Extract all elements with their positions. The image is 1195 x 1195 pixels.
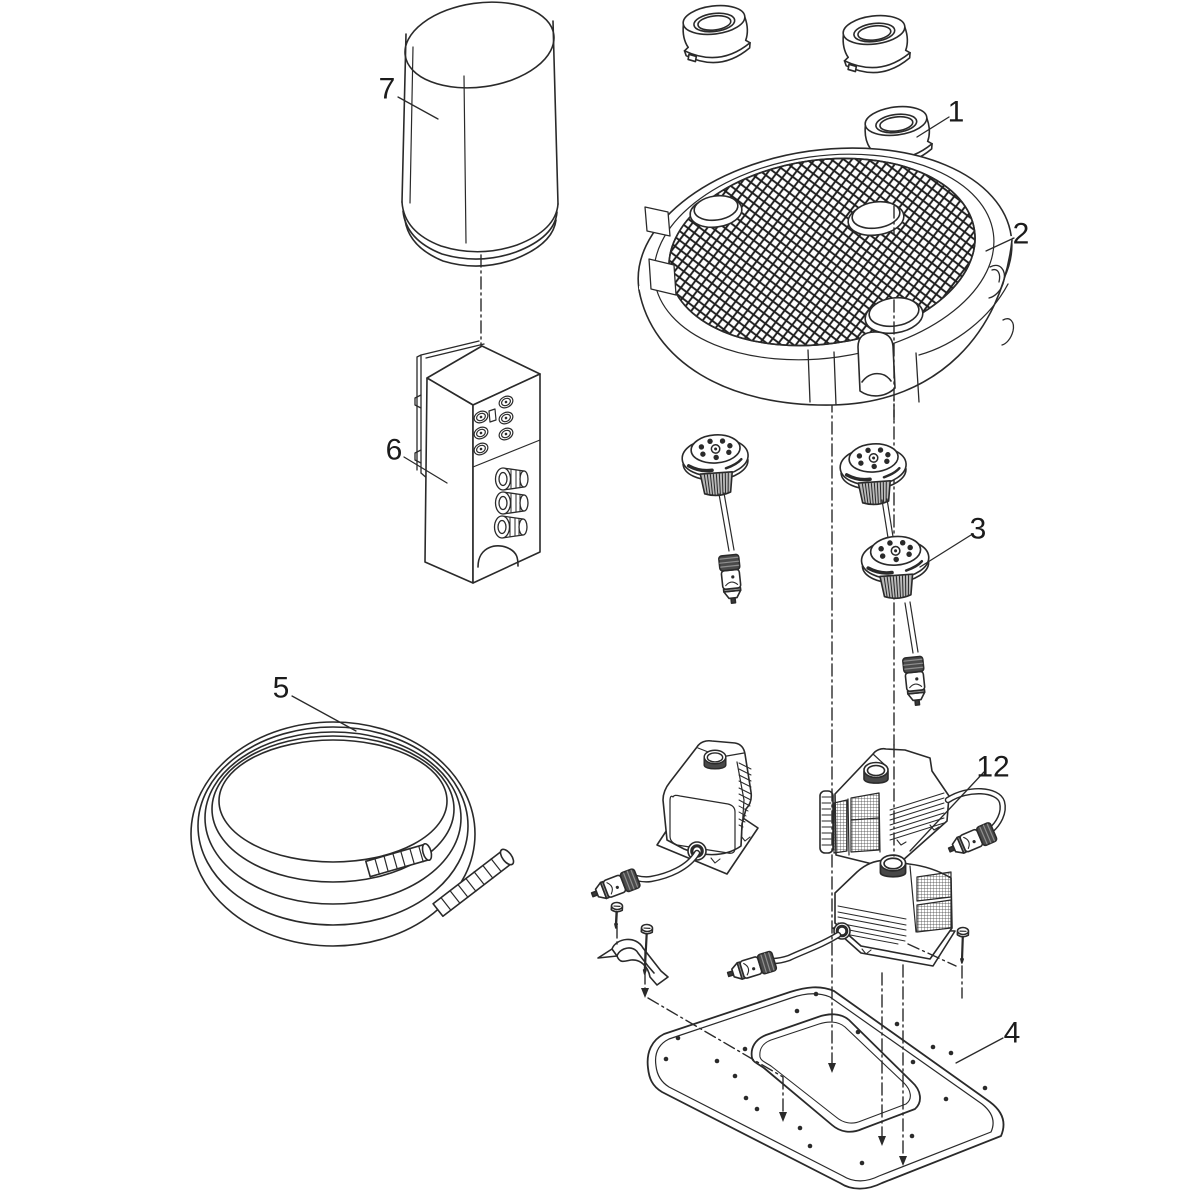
cover-nozzle-hole bbox=[847, 200, 905, 237]
base-plate-holes bbox=[663, 991, 988, 1166]
cover-handle-recess bbox=[857, 331, 896, 397]
part-3-nozzles bbox=[678, 430, 934, 707]
pump-body bbox=[662, 739, 753, 856]
leader-line-12 bbox=[909, 771, 985, 852]
cap-icon bbox=[838, 11, 913, 78]
center-lines-overlay bbox=[616, 205, 963, 1163]
pump-grille bbox=[850, 792, 880, 853]
power-plug-icon bbox=[724, 950, 778, 985]
cap-icon bbox=[678, 1, 753, 68]
control-box-barrel-connectors bbox=[493, 467, 529, 539]
part-4-base-plate bbox=[646, 986, 1005, 1190]
line-arrowheads bbox=[641, 988, 907, 1166]
hose-end-fitting bbox=[365, 842, 433, 878]
screw-icon bbox=[610, 901, 624, 929]
part-12-pump-upper-right bbox=[819, 747, 1006, 870]
callout-label-6: 6 bbox=[386, 434, 403, 467]
pump-grille bbox=[833, 799, 848, 854]
cover-rim-wall bbox=[638, 239, 1013, 406]
base-plate-opening bbox=[750, 1013, 921, 1133]
control-box-arch-cutout bbox=[477, 545, 519, 568]
leader-line-3 bbox=[919, 534, 972, 568]
control-box-sockets bbox=[471, 393, 516, 458]
leader-line-5 bbox=[291, 695, 357, 732]
pump-cap-knob bbox=[879, 854, 907, 878]
leader-line-7 bbox=[397, 96, 439, 120]
pump-cap-knob bbox=[703, 749, 727, 770]
cover-nozzle-hole bbox=[689, 194, 743, 229]
screw-icon bbox=[956, 926, 970, 964]
part-5-hose bbox=[190, 721, 515, 947]
part-2-grate-cover bbox=[637, 147, 1015, 406]
part-12-pump-lower-right bbox=[724, 854, 956, 985]
callout-label-2: 2 bbox=[1013, 218, 1030, 251]
part-7-cover-housing bbox=[401, 1, 559, 267]
nozzle-stem bbox=[718, 492, 735, 552]
hose-end-fitting bbox=[432, 848, 515, 918]
pump-grille bbox=[916, 899, 952, 933]
nozzle-stem bbox=[904, 601, 919, 654]
power-plug-icon bbox=[944, 821, 999, 860]
callout-label-4: 4 bbox=[1004, 1017, 1021, 1050]
nozzle-stem bbox=[881, 498, 895, 545]
nozzle-plug bbox=[901, 655, 929, 707]
nozzle-assembly bbox=[678, 430, 753, 605]
pump-ribs bbox=[738, 762, 752, 828]
nozzle-plug bbox=[717, 553, 745, 605]
leader-line-6 bbox=[403, 456, 448, 484]
clamp-mount-line bbox=[647, 997, 784, 1119]
nozzle-assembly bbox=[858, 532, 934, 707]
callout-label-12: 12 bbox=[976, 751, 1009, 784]
leader-line-4 bbox=[955, 1037, 1004, 1064]
callout-label-5: 5 bbox=[273, 672, 290, 705]
hose-clamp bbox=[597, 938, 669, 986]
pump-cap-knob bbox=[863, 761, 889, 784]
cover-rim-clips bbox=[644, 206, 1015, 406]
callout-label-3: 3 bbox=[970, 513, 987, 546]
screw-line bbox=[907, 943, 963, 999]
pump-grille bbox=[916, 871, 952, 902]
part-6-control-box bbox=[414, 340, 541, 584]
pump-ribs bbox=[837, 905, 907, 945]
pump-side-tab bbox=[819, 790, 834, 854]
nozzle-assembly bbox=[836, 439, 911, 545]
power-plug-icon bbox=[587, 867, 642, 905]
pump-ribs bbox=[889, 792, 945, 841]
callouts: 7 1 2 6 3 5 12 4 bbox=[273, 73, 1030, 1064]
leader-line-2 bbox=[985, 237, 1015, 252]
callout-label-7: 7 bbox=[379, 73, 396, 106]
callout-label-1: 1 bbox=[948, 96, 965, 129]
leader-line-1 bbox=[916, 116, 950, 138]
part-12-pump-left bbox=[587, 739, 759, 905]
